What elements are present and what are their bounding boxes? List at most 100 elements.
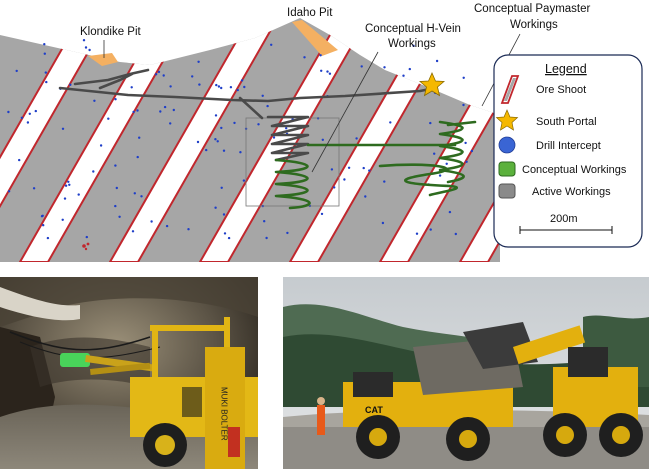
drill-intercept-dot — [99, 144, 103, 147]
drill-intercept-dot — [229, 86, 233, 89]
drill-intercept-dot — [154, 73, 158, 76]
drill-intercept-dot — [133, 192, 136, 195]
scale-bar-label: 200m — [550, 213, 578, 225]
drill-intercept-dot — [68, 183, 71, 186]
legend-box — [493, 54, 643, 248]
drill-intercept-dot — [157, 70, 161, 74]
drill-intercept-dot — [130, 86, 133, 89]
drill-intercept-dot — [462, 103, 465, 107]
drill-intercept-dot — [46, 236, 50, 240]
drill-intercept-dot — [69, 83, 72, 87]
drill-intercept-dot — [333, 186, 336, 189]
klondike-pit-label: Klondike Pit — [80, 26, 142, 38]
drill-intercepts — [7, 39, 474, 240]
active-workings-swatch — [498, 183, 516, 199]
drill-intercept-dot — [43, 52, 46, 55]
drill-intercept-dot — [383, 180, 386, 183]
legend-item-active-workings: Active Workings — [532, 186, 611, 198]
drill-intercept-dot — [465, 160, 468, 163]
drill-intercept-dot — [362, 166, 365, 170]
drill-intercept-dot — [138, 136, 141, 139]
drill-intercept-dot — [454, 232, 457, 236]
drill-intercept-dot — [381, 221, 385, 225]
drill-intercept-dot — [464, 141, 467, 145]
drill-intercept-dot — [214, 138, 217, 141]
drill-intercept-dot — [220, 186, 223, 189]
drill-intercept-dot — [223, 232, 227, 235]
idaho-pit-label: Idaho Pit — [287, 7, 333, 19]
drill-intercept-dot — [429, 228, 432, 231]
drill-intercept-dot — [15, 69, 18, 73]
drill-intercept-dot — [162, 74, 165, 77]
drill-intercept-dot — [169, 85, 172, 88]
drill-intercept-dot — [217, 85, 221, 88]
drill-intercept-dot — [42, 224, 45, 227]
drill-intercept-dot — [435, 59, 439, 63]
legend: Legend Ore Shoot South Portal Drill Inte… — [493, 54, 643, 248]
drill-intercept-dot — [214, 206, 217, 209]
ore-shoot-band — [18, 18, 200, 262]
ore-shoot-band — [108, 18, 290, 262]
red-marker — [82, 242, 90, 251]
drill-intercept-dot — [319, 54, 322, 57]
drill-intercept-dot — [220, 126, 223, 130]
drill-intercept-dot — [320, 69, 323, 73]
drill-intercept-dot — [92, 170, 95, 173]
legend-item-south-portal: South Portal — [536, 116, 597, 128]
drill-intercept-dot — [61, 127, 65, 130]
drill-intercept-dot — [63, 197, 67, 200]
drill-intercept-dot — [285, 127, 288, 130]
legend-item-drill-intercept: Drill Intercept — [536, 140, 601, 152]
drill-intercept-dot — [67, 180, 70, 183]
drill-intercept-dot — [402, 74, 405, 77]
drill-intercept-dot — [43, 43, 46, 46]
drill-intercept-dot — [470, 149, 474, 153]
drill-intercept-dot — [114, 98, 117, 101]
drill-intercept-dot — [107, 117, 110, 120]
drill-intercept-dot — [32, 187, 36, 190]
legend-item-ore-shoot: Ore Shoot — [536, 84, 586, 96]
drill-intercept-dot — [169, 122, 172, 125]
drill-intercept-dot — [214, 114, 218, 117]
drill-intercept-dot — [263, 220, 266, 223]
underground-bolter-photo: MUKI BOLTER — [0, 277, 258, 469]
drill-intercept-dot — [132, 110, 135, 114]
drill-intercept-dot — [40, 215, 44, 218]
drill-intercept-dot — [165, 224, 169, 228]
drill-intercept-dot — [265, 236, 268, 240]
drill-intercept-dot — [88, 48, 91, 52]
drill-intercept-dot — [222, 149, 226, 152]
hvein-leader — [311, 51, 379, 173]
drill-intercept-dot — [233, 121, 236, 125]
conceptual-workings — [274, 120, 477, 210]
idaho-pit — [292, 20, 338, 56]
drill-intercept-dot — [61, 218, 64, 221]
drill-intercept-dot — [136, 109, 139, 112]
drill-intercept-dot — [159, 110, 162, 113]
drill-intercept-dot — [389, 121, 392, 124]
drill-intercept-dot — [140, 195, 143, 198]
hvein-label-line1: Conceptual H-Vein — [365, 23, 461, 35]
drill-intercept-dot — [286, 231, 289, 235]
drill-intercept-dot — [85, 235, 89, 239]
drill-intercept-dot — [28, 112, 31, 116]
truck-brand-text: CAT — [365, 405, 383, 415]
drill-intercept-dot — [205, 148, 208, 152]
drill-intercept-dot — [131, 230, 135, 233]
mine-long-section-diagram: Klondike Pit Idaho Pit Conceptual H-Vein… — [0, 3, 643, 262]
legend-item-conceptual-workings: Conceptual Workings — [522, 164, 627, 176]
drill-intercept-dot — [220, 86, 223, 90]
klondike-pit — [88, 53, 118, 66]
bolter-machine-text: MUKI BOLTER — [220, 387, 229, 441]
drill-intercept-dot — [270, 43, 273, 46]
drill-intercept-dot — [383, 66, 386, 69]
drill-intercept-dot — [64, 184, 68, 187]
drill-intercept-dot — [136, 155, 139, 159]
drill-intercept-dot — [343, 178, 346, 181]
drill-intercept-dot — [445, 162, 448, 165]
drill-intercept-dot — [360, 65, 363, 68]
drill-intercept-dot — [215, 83, 218, 87]
drill-intercept-dot — [150, 220, 153, 223]
paymaster-label-line1: Conceptual Paymaster — [474, 3, 591, 15]
drill-intercept-dot — [330, 168, 334, 171]
